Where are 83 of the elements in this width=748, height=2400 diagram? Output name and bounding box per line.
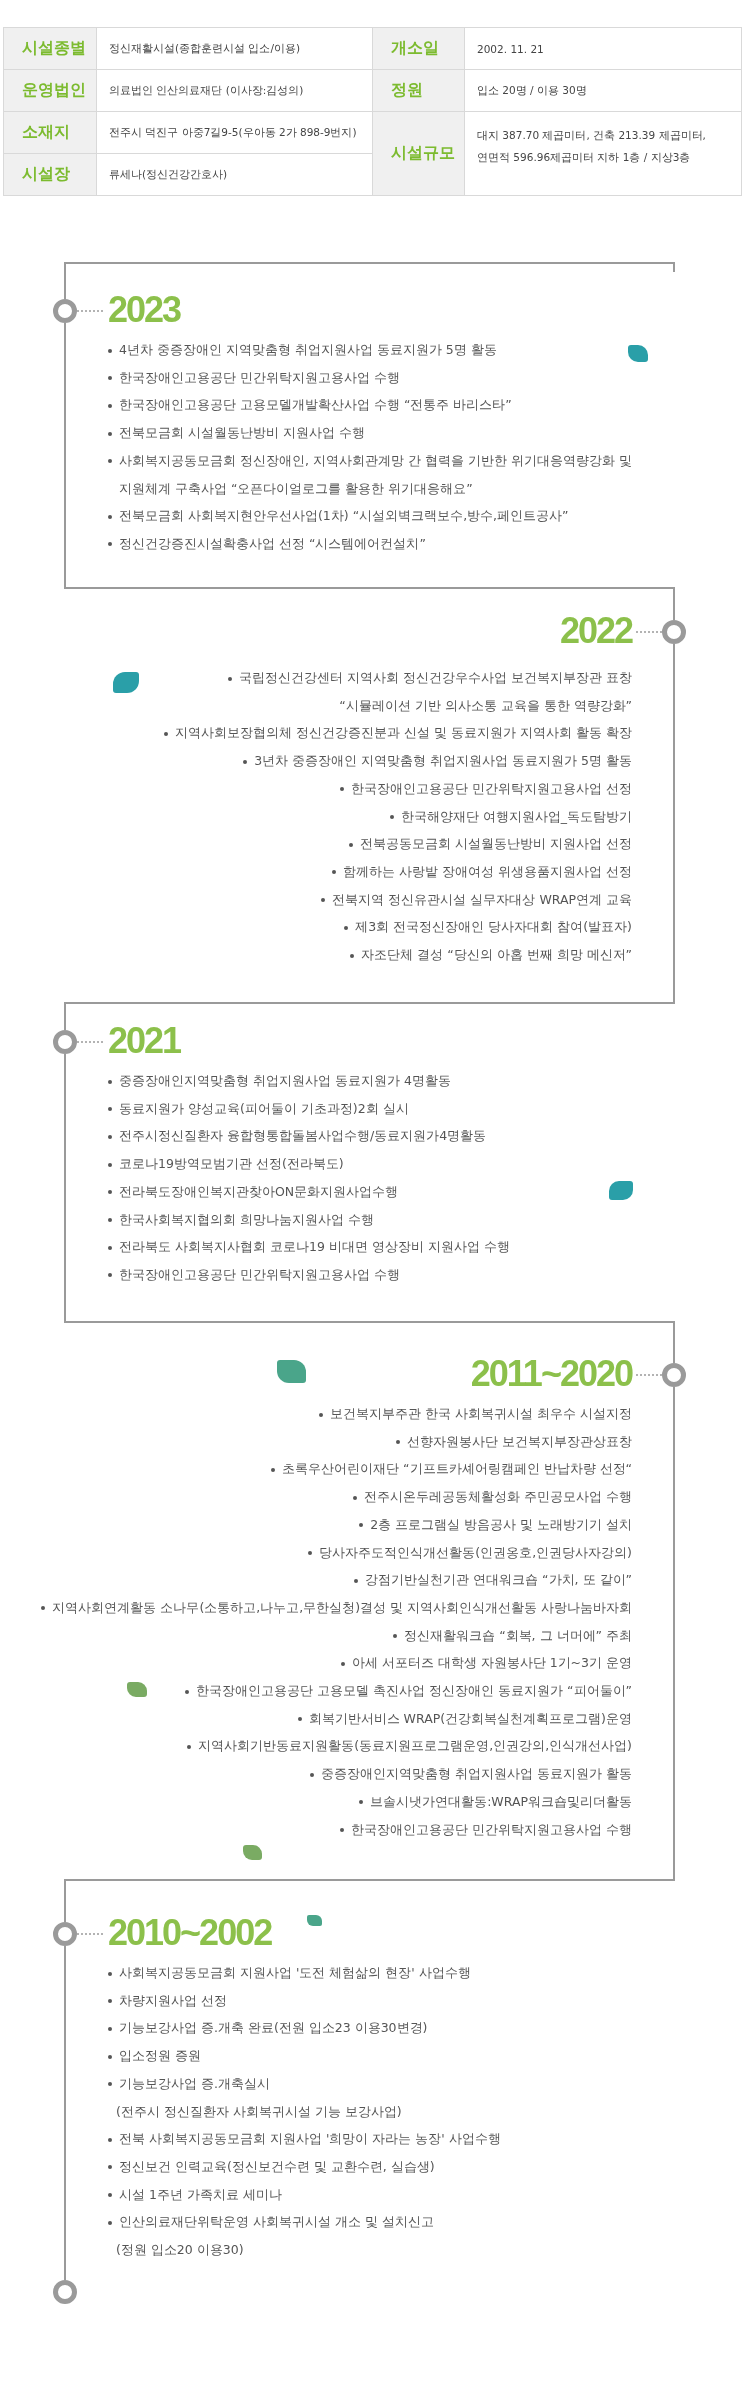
bullet-item: 중증장애인지역맞춤형 취업지원사업 동료지원가 4명활동 (108, 1067, 510, 1095)
bullet-item: 2층 프로그램실 방음공사 및 노래방기기 설치 (41, 1510, 632, 1539)
bullet-item: 한국장애인고용공단 민간위탁지원고용사업 수행 (108, 363, 667, 392)
bullet-item: 강점기반실천기관 연대워크숍 “가치, 또 같이” (41, 1566, 632, 1594)
bullet-item: 전주시온두레공동체활성화 주민공모사업 수행 (41, 1483, 632, 1511)
bullet-item: 동료지원가 양성교육(피어둘이 기초과정)2회 실시 (108, 1094, 510, 1123)
table-header-cell: 시설장 (3, 153, 97, 196)
bullet-item: 아세 서포터즈 대학생 자원봉사단 1기~3기 운영 (41, 1649, 632, 1678)
bullet-item: 코로나19방역모범기관 선정(전라북도) (108, 1150, 510, 1178)
table-header-cell: 소재지 (3, 111, 97, 154)
table-header-cell: 시설종별 (3, 27, 97, 70)
bullet-item: 한국장애인고용공단 고용모델 촉진사업 정신장애인 동료지원가 “피어둘이” (41, 1677, 632, 1705)
timeline-line (64, 1945, 66, 2281)
dotted-connector (76, 1041, 106, 1043)
bullet-item: 입소정원 증원 (108, 2042, 501, 2070)
bullet-item: 한국장애인고용공단 민간위탁지원고용사업 선정 (164, 774, 632, 803)
timeline-circle (53, 1922, 77, 1946)
dotted-connector (76, 310, 106, 312)
bullet-item: 전북공동모금회 시설월동난방비 지원사업 선정 (164, 830, 632, 858)
bullet-item: 한국장애인고용공단 고용모델개발확산사업 수행 “전통주 바리스타” (108, 391, 667, 420)
table-header-cell: 운영법인 (3, 69, 97, 112)
bullet-item: 시설 1주년 가족치료 세미나 (108, 2180, 501, 2209)
bullet-item: 제3회 전국정신장애인 당사자대회 참여(발표자) (164, 913, 632, 942)
bullet-item: 전주시정신질환자 융합형통합돌봄사업수행/동료지원가4명활동 (108, 1122, 510, 1151)
timeline-circle (53, 2280, 77, 2304)
year-heading: 2011~2020 (470, 1354, 632, 1394)
bullet-item: 한국장애인고용공단 민간위탁지원고용사업 수행 (41, 1815, 632, 1844)
timeline-circle (53, 1030, 77, 1054)
table-cell: 대지 387.70 제곱미터, 건축 213.39 제곱미터, 연면적 596.96제곱미터 지하 1층 / 지상3층 (464, 111, 742, 196)
bullet-item: 사회복지공동모금회 지원사업 '도전 체험삶의 현장' 사업수행 (108, 1959, 501, 1987)
bullet-item: 지역사회연계활동 소나무(소통하고,나누고,무한실청)결성 및 지역사회인식개선활동 사랑나눔바자회 (41, 1593, 632, 1622)
bullet-item: 전북모금회 시설월동난방비 지원사업 수행 (108, 419, 667, 447)
bullet-item: 보건복지부주관 한국 사회복귀시설 최우수 시설지정 (41, 1400, 632, 1428)
bullet-item: 회복기반서비스 WRAP(건강회복실천계획프로그램)운영 (41, 1704, 632, 1733)
list-item-note: (정원 입소20 이용30) (115, 2241, 245, 2260)
year-heading: 2022 (559, 611, 632, 651)
year-heading: 2023 (108, 290, 181, 330)
list-item-note: (전주시 정신질환자 사회복귀시설 기능 보강사업) (115, 2102, 403, 2121)
timeline-circle (53, 299, 77, 323)
timeline-line (64, 1053, 675, 1364)
bullet-item: 국립정신건강센터 지역사회 정신건강우수사업 보건복지부장관 표창 “시뮬레이션 기반 의사소통 교육을 통한 역량강화” (202, 664, 632, 720)
bullet-item: 전북 사회복지공동모금회 지원사업 '희망이 자라는 농장' 사업수행 (108, 2125, 501, 2153)
bullet-item: 한국장애인고용공단 민간위탁지원고용사업 수행 (108, 1260, 510, 1289)
bullet-item: 한국사회복지협의회 희망나눔지원사업 수행 (108, 1205, 510, 1234)
table-cell: 2002. 11. 21 (464, 27, 742, 70)
bullet-item: 지역사회보장협의체 정신건강증진분과 신설 및 동료지원가 지역사회 활동 확장 (164, 719, 632, 748)
bullet-item: 기능보강사업 증.개축실시 (108, 2069, 501, 2098)
timeline-line (64, 643, 675, 1031)
bullet-item: 당사자주도적인식개선활동(인권옹호,인권당사자강의) (41, 1538, 632, 1567)
bullet-item: 3년차 중증장애인 지역맞춤형 취업지원사업 동료지원가 5명 활동 (164, 747, 632, 775)
bullet-item: 지역사회기반동료지원활동(동료지원프로그램운영,인권강의,인식개선사업) (41, 1732, 632, 1761)
timeline-circle (662, 620, 686, 644)
bullet-item: 정신보건 인력교육(정신보건수련 및 교환수련, 실습생) (108, 2152, 501, 2181)
bullet-item: 함께하는 사랑밭 장애여성 위생용품지원사업 선정 (164, 857, 632, 886)
year-heading: 2010~2002 (108, 1913, 272, 1953)
dotted-connector (634, 1374, 663, 1376)
bullet-item: 기능보강사업 증.개축 완료(전원 입소23 이용30변경) (108, 2014, 501, 2043)
table-header-cell: 개소일 (372, 27, 465, 70)
bullet-item: 선향자원봉사단 보건복지부장관상표창 (41, 1427, 632, 1456)
table-header-cell: 시설규모 (372, 111, 465, 196)
year-heading: 2021 (108, 1021, 181, 1061)
bullet-item: 전북모금회 사회복지현안우선사업(1차) “시설외벽크랙보수,방수,페인트공사” (108, 502, 667, 530)
bullet-item: 자조단체 결성 “당신의 아홉 번째 희망 메신저” (164, 941, 632, 969)
timeline-circle (662, 1363, 686, 1387)
bullet-item: 브솔시냇가연대활동:WRAP워크숍및리더활동 (41, 1787, 632, 1816)
bullet-item: 초록우산어린이재단 “기프트카셰어링캠페인 반납차량 선정“ (41, 1455, 632, 1484)
bullet-item: 정신건강증진시설확충사업 선정 “시스템에어컨설치” (108, 529, 667, 558)
bullet-item: 인산의료재단위탁운영 사회복귀시설 개소 및 설치신고 (108, 2208, 501, 2237)
timeline-line (64, 1386, 675, 1923)
bullet-item: 중증장애인지역맞춤형 취업지원사업 동료지원가 활동 (41, 1760, 632, 1788)
bullet-item: 전라북도장애인복지관찾아ON문화지원사업수행 (108, 1177, 510, 1206)
timeline-line (64, 322, 675, 621)
bullet-item: 4년차 중증장애인 지역맞춤형 취업지원사업 동료지원가 5명 활동 (108, 336, 667, 364)
dotted-connector (634, 631, 663, 633)
table-header-cell: 정원 (372, 69, 465, 112)
bullet-item: 한국해양재단 여행지원사업_독도탐방기 (164, 802, 632, 831)
bullet-item: 정신재활워크숍 “회복, 그 너머에” 주최 (41, 1621, 632, 1650)
dotted-connector (76, 1933, 106, 1935)
timeline-line (64, 262, 675, 300)
bullet-item: 전라북도 사회복지사협회 코로나19 비대면 영상장비 지원사업 수행 (108, 1233, 510, 1261)
bullet-item: 사회복지공동모금회 정신장애인, 지역사회관계망 간 협력을 기반한 위기대응역량강화 및 지원체계 구축사업 “오픈다이얼로그를 활용한 위기대응해요” (108, 446, 667, 503)
bullet-item: 차량지원사업 선정 (108, 1986, 501, 2015)
bullet-item: 전북지역 정신유관시설 실무자대상 WRAP연계 교육 (164, 885, 632, 914)
